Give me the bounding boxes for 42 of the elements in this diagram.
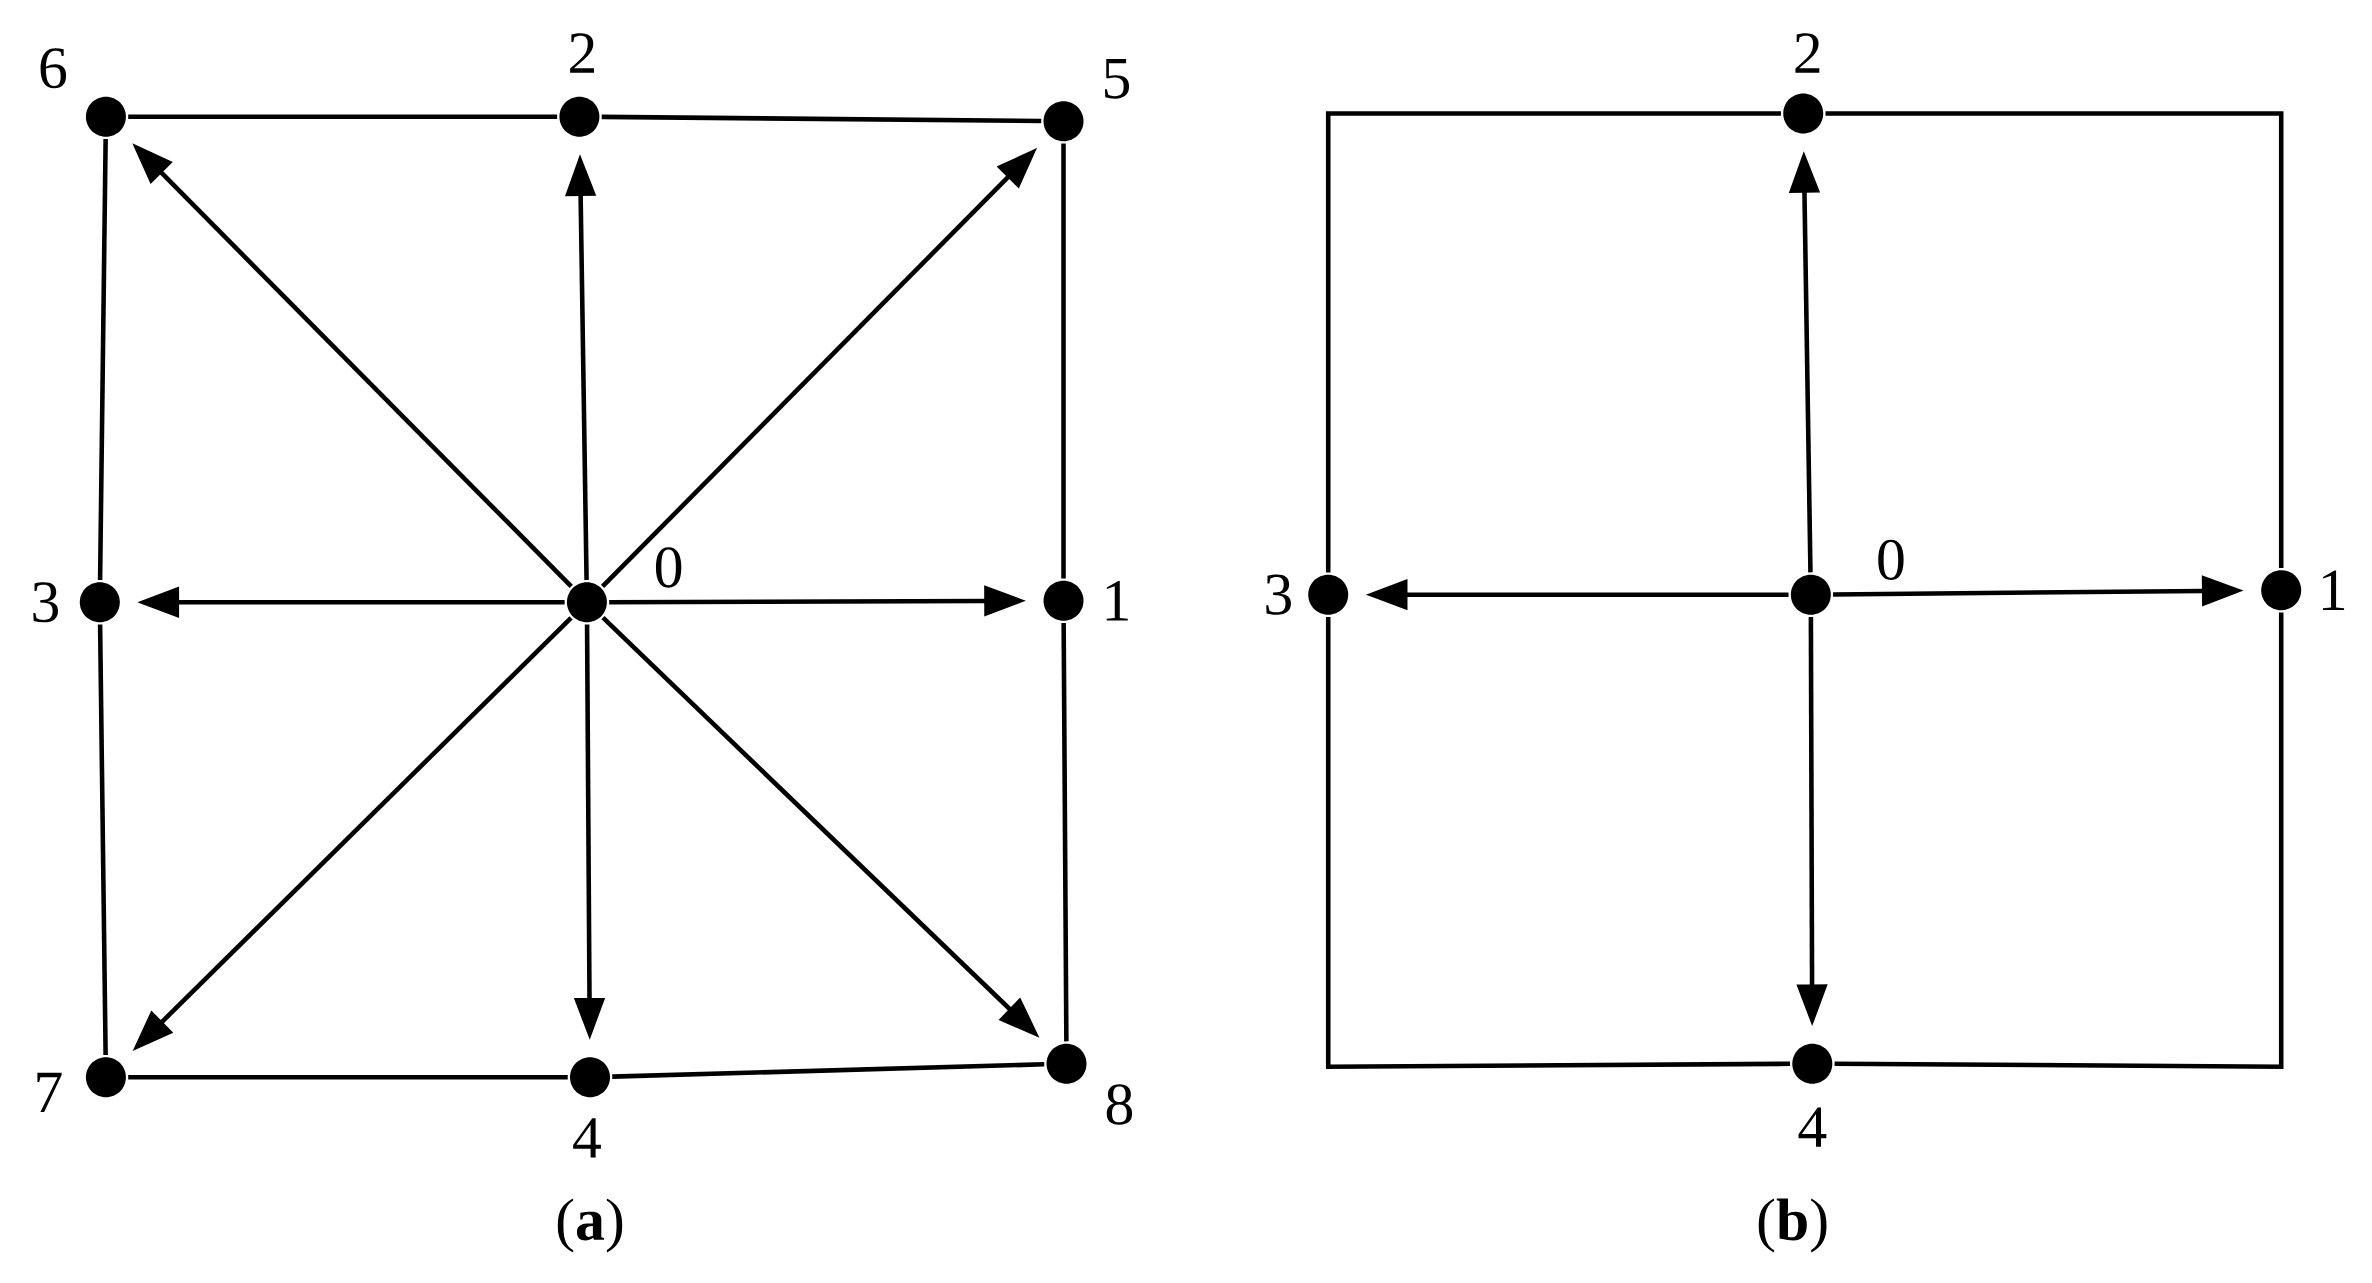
node-label: 6 (40, 48, 67, 89)
node-label: 0 (1878, 539, 1904, 581)
node-label: 1 (2323, 570, 2345, 610)
lattice-point: 4 (1792, 1043, 1833, 1147)
lattice-line (1825, 111, 2284, 568)
lattice-point: 1 (1043, 580, 1128, 621)
node-label: 5 (1104, 58, 1130, 99)
node-label: 2 (1795, 33, 1820, 73)
lattice-point: 6 (40, 48, 126, 137)
lattice-line (1834, 612, 2284, 1069)
node-label: 8 (1106, 1084, 1133, 1125)
lattice-point: 2 (559, 33, 600, 137)
lattice-line (1325, 616, 1791, 1069)
node-label: 4 (1798, 1107, 1827, 1147)
node-label: 3 (33, 582, 59, 623)
lattice-point: 3 (1266, 574, 1349, 615)
lattice-line (601, 114, 1042, 124)
lattice-point: 5 (1043, 58, 1130, 142)
lattice-line (612, 1062, 1045, 1079)
node-label: 2 (570, 33, 595, 73)
lattice-point: 7 (37, 1057, 126, 1112)
node-label: 1 (1106, 580, 1128, 621)
lattice-line (97, 138, 108, 581)
lattice-line (1061, 143, 1066, 579)
lattice-point: 2 (1783, 33, 1824, 134)
lattice-point: 0 (1790, 539, 1904, 615)
node-label: 0 (655, 547, 682, 588)
lattice-point: 8 (1046, 1043, 1133, 1125)
node-label: 4 (573, 1118, 601, 1158)
panel-caption: (b) (1758, 1198, 1827, 1253)
panel-caption: (a) (557, 1198, 623, 1253)
lattice-line (128, 114, 558, 119)
node-label: 3 (1266, 574, 1291, 615)
lattice-line (128, 1075, 568, 1080)
node-label: 7 (37, 1072, 62, 1112)
lattice-point: 4 (570, 1057, 610, 1158)
lattice-line (97, 624, 108, 1056)
lattice-line (1061, 622, 1069, 1042)
lattice-line (1325, 111, 1781, 573)
lattice-point: 0 (566, 547, 682, 623)
lattice-point: 3 (33, 582, 120, 623)
lattice-point: 1 (2261, 570, 2345, 611)
